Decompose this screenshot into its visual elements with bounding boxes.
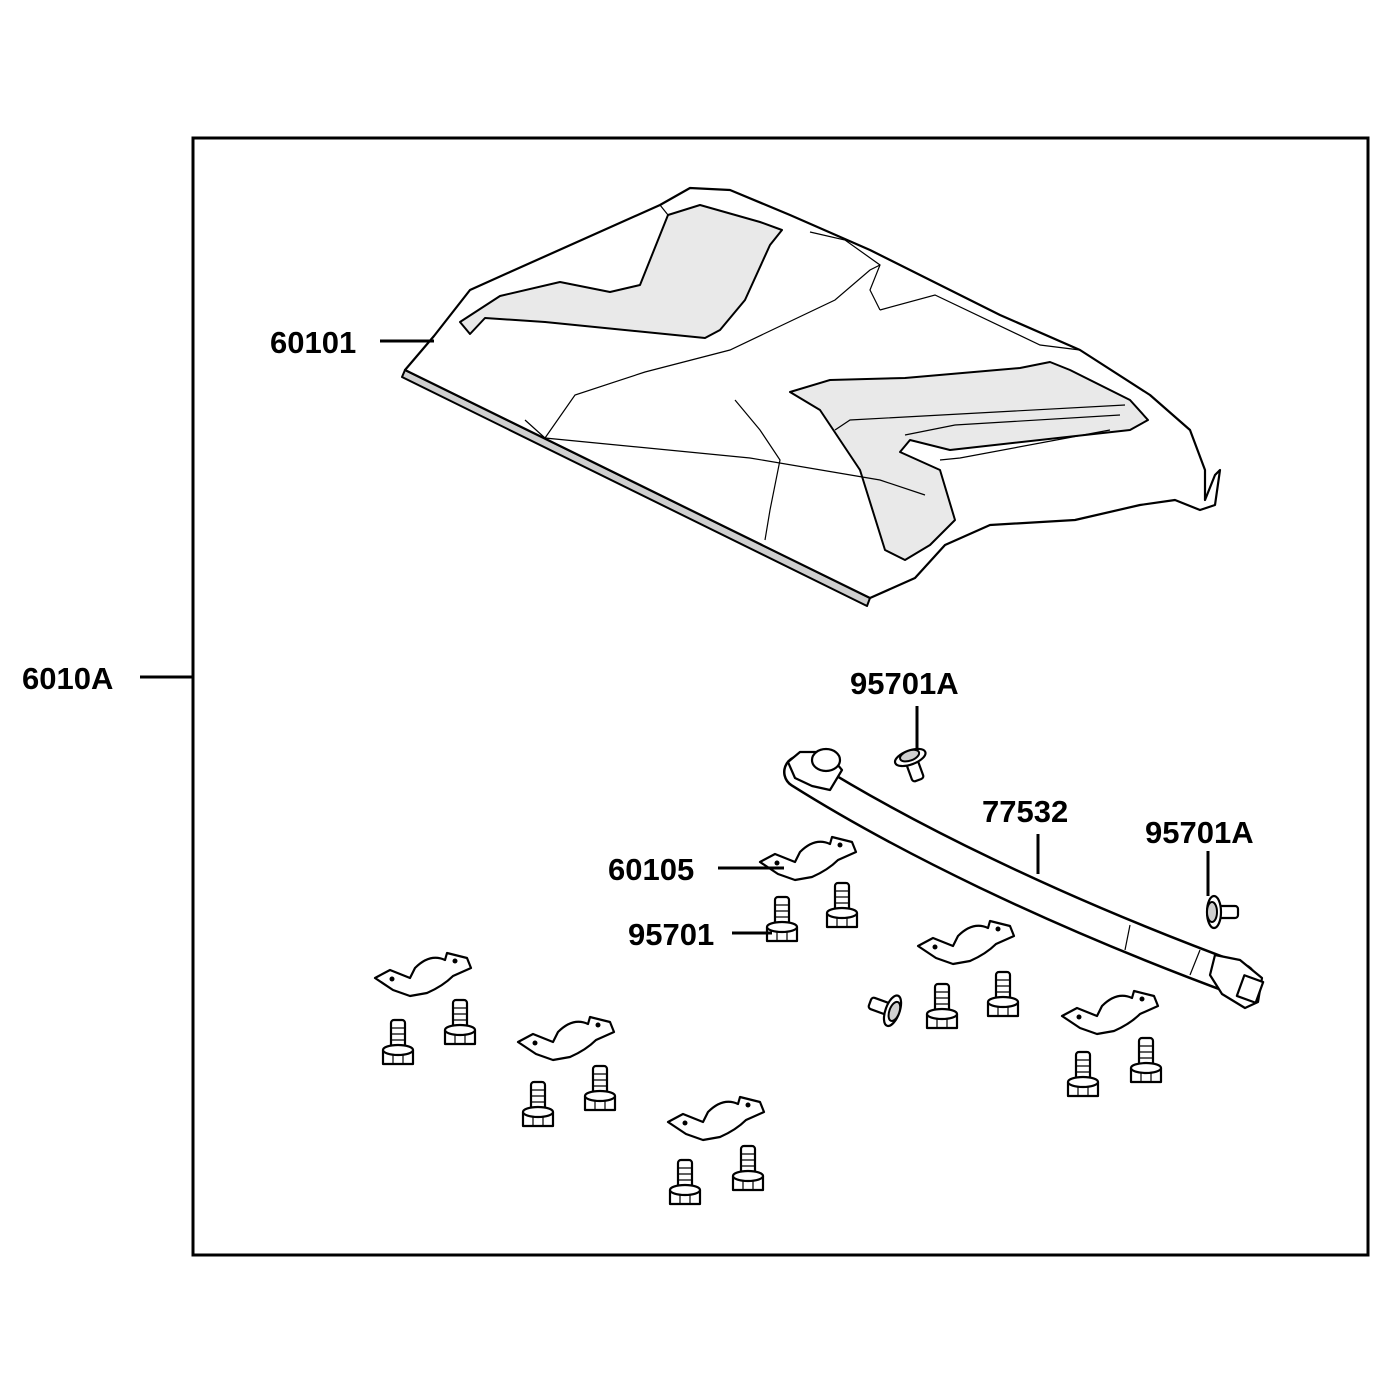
label-bolt: 95701: [628, 917, 714, 952]
label-holder: 60105: [608, 852, 694, 887]
hose-part: [783, 747, 1265, 1010]
label-assembly: 6010A: [22, 661, 113, 696]
bolt-parts: [381, 881, 1163, 1206]
label-bolt-a-top: 95701A: [850, 666, 959, 701]
label-cover: 60101: [270, 325, 356, 360]
cover-part: [401, 186, 1222, 607]
label-hose: 77532: [982, 794, 1068, 829]
label-bolt-a-right: 95701A: [1145, 815, 1254, 850]
assembly-frame: [191, 136, 1370, 1257]
